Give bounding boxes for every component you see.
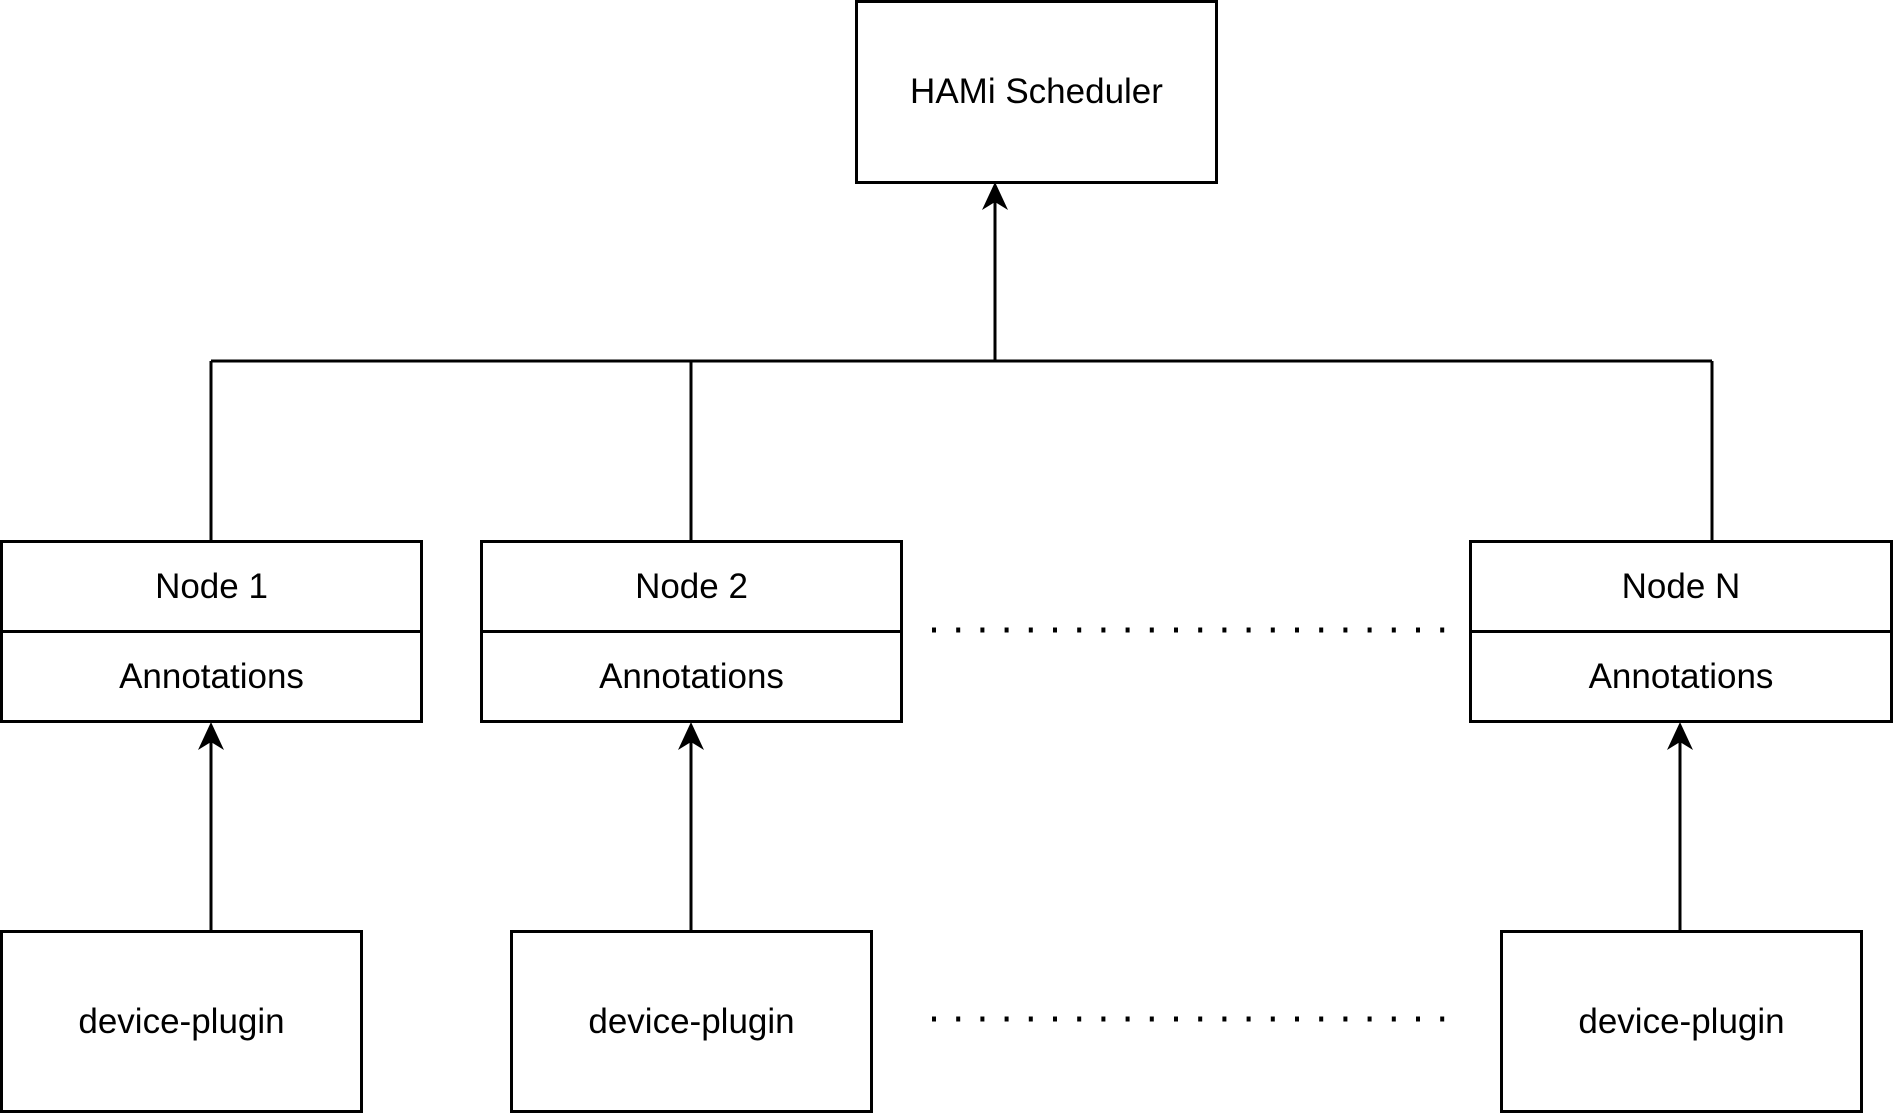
node-2-title: Node 2: [483, 543, 900, 633]
device-plugin-n-box: device-plugin: [1500, 930, 1863, 1113]
node-n-annotations: Annotations: [1588, 656, 1774, 696]
node-2-box: Node 2 Annotations: [480, 540, 903, 723]
device-plugin-2-box: device-plugin: [510, 930, 873, 1113]
device-plugin-2-label: device-plugin: [588, 1001, 795, 1041]
node-1-box: Node 1 Annotations: [0, 540, 423, 723]
node-n-box: Node N Annotations: [1469, 540, 1893, 723]
node-1-annotations: Annotations: [119, 656, 304, 696]
node-2-annotations: Annotations: [599, 656, 784, 696]
plugin-1-arrowhead: [198, 722, 224, 750]
device-plugin-n-label: device-plugin: [1578, 1001, 1785, 1041]
device-plugin-1-box: device-plugin: [0, 930, 363, 1113]
device-plugin-1-label: device-plugin: [78, 1001, 285, 1041]
plugin-2-arrowhead: [678, 722, 704, 750]
hami-scheduler-label: HAMi Scheduler: [910, 72, 1163, 111]
plugin-n-arrowhead: [1667, 722, 1693, 750]
scheduler-arrowhead: [982, 182, 1008, 210]
hami-scheduler-box: HAMi Scheduler: [855, 0, 1218, 184]
node-1-title: Node 1: [3, 543, 420, 633]
node-n-title: Node N: [1472, 543, 1890, 633]
